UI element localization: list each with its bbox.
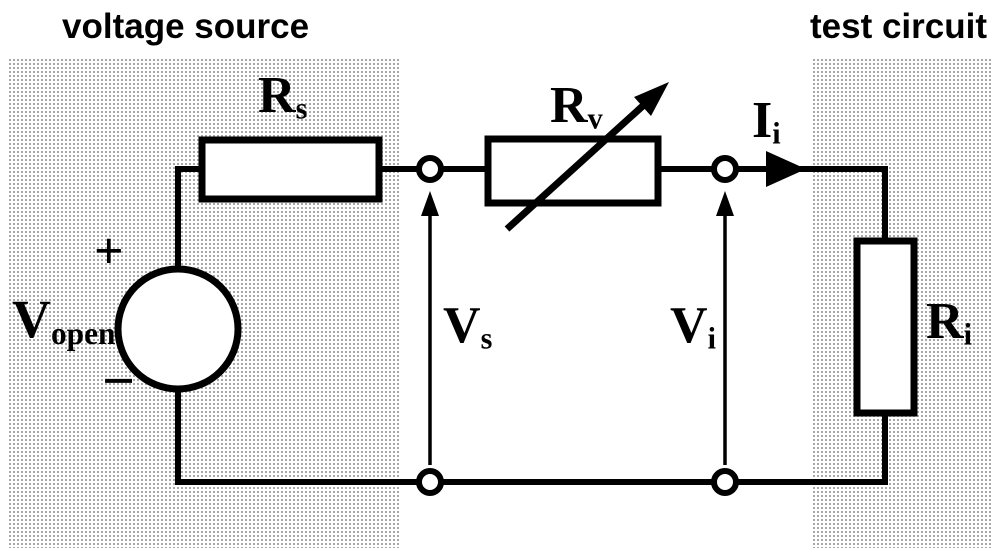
label-ri-subscript: i bbox=[963, 317, 972, 352]
label-ii-subscript: i bbox=[772, 116, 781, 151]
label-vi-symbol: V bbox=[670, 297, 708, 354]
vs-arrow-head bbox=[421, 191, 439, 216]
terminal-bottom-right bbox=[711, 468, 739, 496]
label-vs-symbol: V bbox=[443, 297, 481, 354]
label-vopen: Vopen bbox=[12, 292, 115, 349]
voltage-source-title: voltage source bbox=[62, 7, 310, 46]
vi-arrow-head bbox=[716, 191, 734, 216]
label-vs-subscript: s bbox=[480, 321, 493, 356]
label-rs-subscript: s bbox=[295, 91, 308, 126]
test-circuit-region bbox=[812, 58, 993, 548]
resistor-rs-body bbox=[198, 136, 383, 203]
test-circuit-title: test circuit bbox=[810, 7, 987, 46]
polarity-plus-sign: + bbox=[94, 223, 124, 280]
wire-source-to-rs bbox=[175, 166, 204, 272]
terminal-top-left bbox=[416, 155, 444, 183]
label-ii-symbol: I bbox=[752, 92, 773, 149]
resistor-ri-body bbox=[853, 237, 918, 417]
wire-node-top-right-to-ri bbox=[735, 166, 888, 244]
terminal-bottom-left bbox=[416, 468, 444, 496]
label-ii: Ii bbox=[752, 95, 781, 149]
voltage-source-symbol bbox=[114, 265, 242, 393]
wire-bottom-return bbox=[175, 386, 888, 485]
polarity-minus-sign: − bbox=[102, 348, 136, 413]
rv-variable-arrow-shaft bbox=[504, 100, 649, 232]
label-vi: Vi bbox=[670, 300, 716, 354]
label-rs: Rs bbox=[258, 70, 307, 124]
label-rv-subscript: v bbox=[587, 101, 603, 136]
label-vs: Vs bbox=[443, 300, 492, 354]
label-ri-symbol: R bbox=[926, 293, 964, 350]
label-vopen-symbol: V bbox=[12, 289, 51, 349]
label-rs-symbol: R bbox=[258, 67, 296, 124]
label-ri: Ri bbox=[926, 296, 972, 350]
terminal-top-right bbox=[711, 155, 739, 183]
label-vopen-subscript: open bbox=[51, 315, 116, 351]
ii-current-arrow bbox=[766, 151, 806, 187]
label-vi-subscript: i bbox=[707, 321, 716, 356]
rv-variable-arrow-head bbox=[634, 82, 669, 116]
label-rv: Rv bbox=[550, 80, 603, 134]
label-rv-symbol: R bbox=[550, 77, 588, 134]
